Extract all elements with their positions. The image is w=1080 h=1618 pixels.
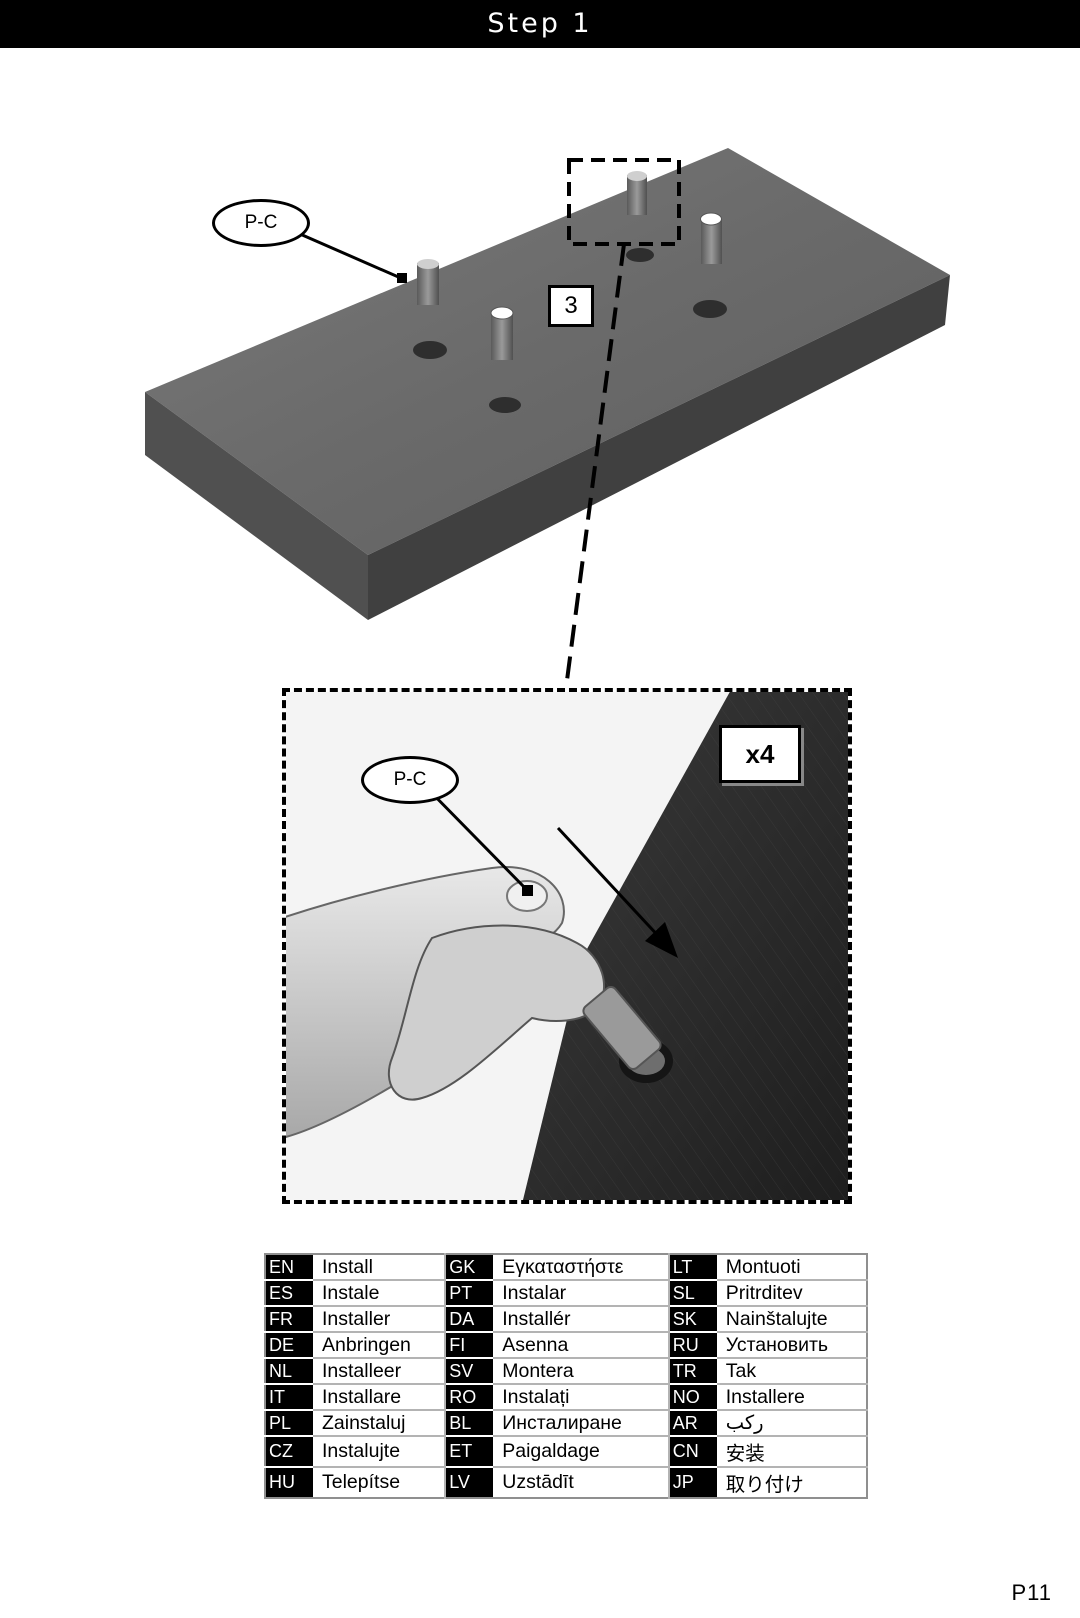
- language-code: DA: [445, 1306, 494, 1333]
- translation-text: Installer: [313, 1306, 447, 1333]
- insert-direction-arrow: [556, 826, 664, 942]
- language-code: TR: [668, 1358, 717, 1385]
- language-code: RO: [445, 1384, 494, 1411]
- language-code: SV: [445, 1358, 494, 1385]
- translation-text: Montera: [493, 1358, 670, 1385]
- step-title: Step 1: [487, 8, 593, 39]
- translation-text: Tak: [716, 1358, 867, 1385]
- language-code: LT: [668, 1254, 717, 1281]
- dowel-peg: [627, 171, 647, 215]
- hole: [489, 397, 521, 413]
- translation-text: Instale: [313, 1280, 447, 1307]
- translation-text: Установить: [716, 1332, 867, 1359]
- language-code: ET: [445, 1436, 494, 1468]
- step-header: Step 1: [0, 0, 1080, 48]
- board-right-edge: [368, 275, 950, 620]
- translation-text: 取り付け: [725, 1474, 804, 1496]
- translation-text: Installér: [493, 1306, 670, 1333]
- translation-text: Asenna: [493, 1332, 670, 1359]
- language-code: RU: [668, 1332, 717, 1359]
- board-front-edge: [145, 392, 368, 620]
- page-number: P11: [1011, 1580, 1052, 1605]
- zoom-leader-tip: [522, 885, 533, 896]
- hole: [413, 341, 447, 359]
- language-code: BL: [445, 1410, 494, 1437]
- zoom-part-leader-line: [420, 781, 530, 893]
- language-code: PT: [445, 1280, 494, 1307]
- translation-text: Nainštalujte: [716, 1306, 867, 1333]
- language-code: IT: [265, 1384, 313, 1411]
- board-illustration: [145, 148, 950, 689]
- language-code: PL: [265, 1410, 313, 1437]
- language-code: CN: [668, 1436, 717, 1468]
- dowel-peg: [490, 306, 514, 360]
- translation-text: ركب: [716, 1410, 867, 1437]
- zoom-part-callout-label: P-C: [393, 769, 427, 790]
- translation-text: Instalujte: [313, 1436, 447, 1468]
- leader-tip: [397, 273, 407, 283]
- language-code: NO: [668, 1384, 717, 1411]
- language-code: FI: [445, 1332, 494, 1359]
- translation-text: Montuoti: [716, 1254, 867, 1281]
- board-top: [145, 148, 950, 555]
- translation-text: Paigaldage: [493, 1436, 670, 1468]
- translation-text: Installeer: [313, 1358, 447, 1385]
- hole: [626, 248, 654, 262]
- translation-text: Install: [313, 1254, 447, 1281]
- step-number: 3: [564, 292, 578, 319]
- language-code: AR: [668, 1410, 717, 1437]
- dowel-peg: [417, 259, 439, 305]
- language-code: LV: [445, 1467, 494, 1498]
- part-leader-line: [299, 232, 404, 281]
- dowel-peg: [700, 212, 722, 264]
- quantity-label: x4: [745, 739, 775, 769]
- zoom-part-callout: P-C: [361, 756, 459, 804]
- language-code: ES: [265, 1280, 313, 1307]
- zoom-photo-panel: P-C x4: [282, 688, 852, 1204]
- hole: [693, 300, 727, 318]
- translation-text: Installare: [313, 1384, 447, 1411]
- translation-text: Инсталиране: [493, 1410, 670, 1437]
- language-code: HU: [265, 1467, 313, 1498]
- translation-text: Instalar: [493, 1280, 670, 1307]
- hand-inserting-dowel-photo: [286, 692, 848, 1200]
- translation-text: Pritrditev: [716, 1280, 867, 1307]
- language-code: GK: [445, 1254, 494, 1281]
- language-code: CZ: [265, 1436, 313, 1468]
- translation-text: Uzstādīt: [493, 1467, 670, 1498]
- translation-text: 安装: [716, 1436, 867, 1468]
- translation-text: Instalați: [493, 1384, 670, 1411]
- step-number-box: 3: [548, 285, 594, 327]
- translation-text: Installere: [716, 1384, 867, 1411]
- translation-text: Εγκαταστήστε: [493, 1254, 670, 1281]
- part-callout: P-C: [212, 199, 310, 247]
- translation-text: Telepítse: [313, 1467, 447, 1498]
- detail-leader-line: [564, 243, 626, 689]
- insert-arrowhead: [645, 922, 678, 958]
- quantity-box: x4: [719, 725, 801, 783]
- language-code: DE: [265, 1332, 313, 1359]
- translation-text: Anbringen: [313, 1332, 447, 1359]
- language-code: JP: [668, 1467, 717, 1498]
- language-code: FR: [265, 1306, 313, 1333]
- language-code: EN: [265, 1254, 313, 1281]
- part-callout-label: P-C: [244, 212, 278, 233]
- language-code: SL: [668, 1280, 717, 1307]
- language-code: NL: [265, 1358, 313, 1385]
- language-code: SK: [668, 1306, 717, 1333]
- translation-text: Zainstaluj: [313, 1410, 447, 1437]
